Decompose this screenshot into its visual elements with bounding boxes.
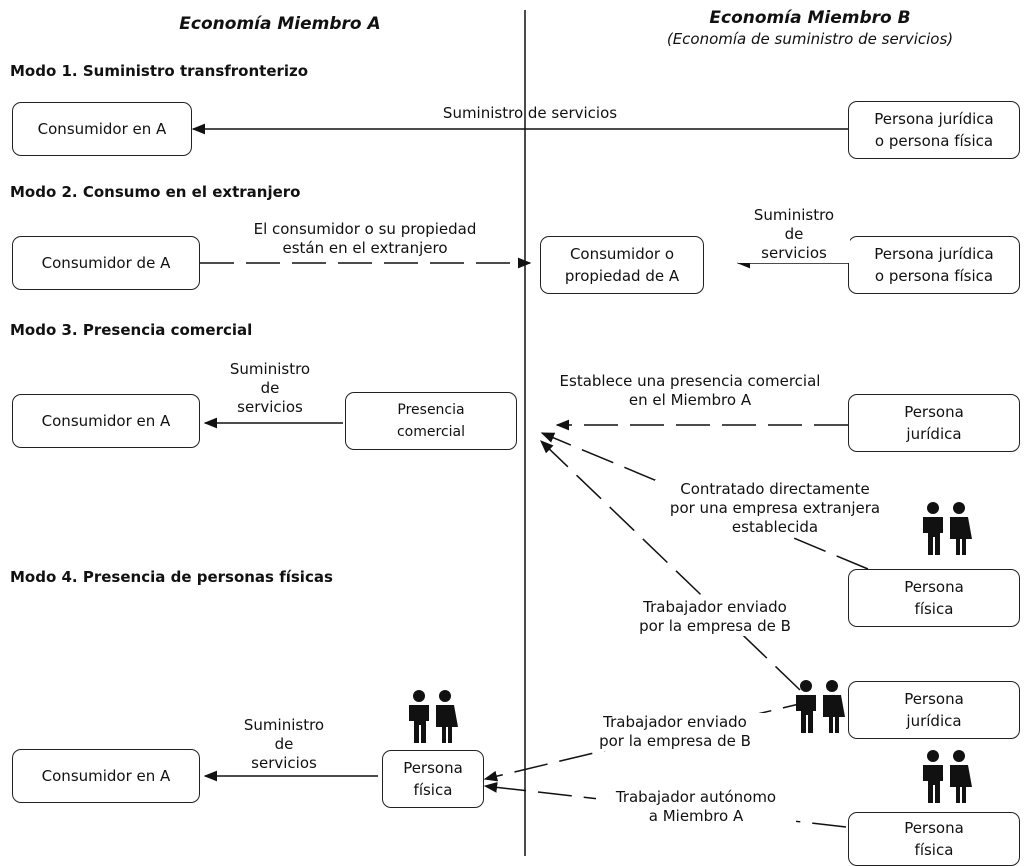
people-pair-icon (796, 680, 845, 733)
m4-sent-arrow-1 (540, 440, 801, 691)
member-a-header: Economía Miembro A (179, 14, 381, 34)
people-pair-icon (923, 750, 972, 803)
m3-consumer-box: Consumidor en A (12, 394, 200, 448)
m4-natural-person-b2-box: Persona física (848, 812, 1020, 866)
m3-presence-box: Presencia comercial (345, 392, 517, 450)
member-b-header: Economía Miembro B (709, 8, 911, 28)
people-pair-icon (923, 502, 972, 555)
m4-contracted-label: Contratado directamente por una empresa … (655, 480, 895, 537)
m3-supply-label: Suministro de servicios (229, 360, 311, 416)
m4-sent-label-1: Trabajador enviado por la empresa de B (620, 598, 810, 636)
m2-supplier-box: Persona jurídica o persona física (848, 236, 1020, 294)
m2-supply-label: Suministro de servicios (738, 206, 850, 263)
m2-abroad-label: El consumidor o su propiedad están en el… (215, 220, 515, 258)
m1-consumer-box: Consumidor en A (12, 102, 192, 156)
m1-supplier-box: Persona jurídica o persona física (848, 101, 1020, 159)
m4-selfemployed-label: Trabajador autónomo a Miembro A (596, 788, 796, 826)
mode2-title: Modo 2. Consumo en el extranjero (10, 183, 301, 201)
m4-supply-label: Suministro de servicios (243, 716, 325, 772)
m1-supply-label: Suministro de servicios (442, 104, 618, 122)
people-pair-icon (409, 690, 458, 743)
m4-legal-person-b-box: Persona jurídica (848, 681, 1020, 739)
m2-consumer-abroad-box: Consumidor o propiedad de A (540, 236, 704, 294)
mode3-title: Modo 3. Presencia comercial (10, 321, 253, 339)
m4-sent-label-2: Trabajador enviado por la empresa de B (575, 713, 775, 751)
member-b-subheader: (Economía de suministro de servicios) (666, 30, 954, 48)
mode4-title: Modo 4. Presencia de personas físicas (10, 568, 333, 586)
m4-natural-person-b-box: Persona física (848, 569, 1020, 627)
m4-natural-person-a-box: Persona física (382, 750, 484, 808)
m2-consumer-box: Consumidor de A (12, 236, 200, 290)
m3-establish-label: Establece una presencia comercial en el … (559, 372, 821, 409)
m3-legal-person-box: Persona jurídica (848, 394, 1020, 452)
m4-contracted-arrow (540, 432, 869, 570)
mode1-title: Modo 1. Suministro transfronterizo (10, 62, 309, 80)
m4-consumer-box: Consumidor en A (12, 749, 200, 803)
